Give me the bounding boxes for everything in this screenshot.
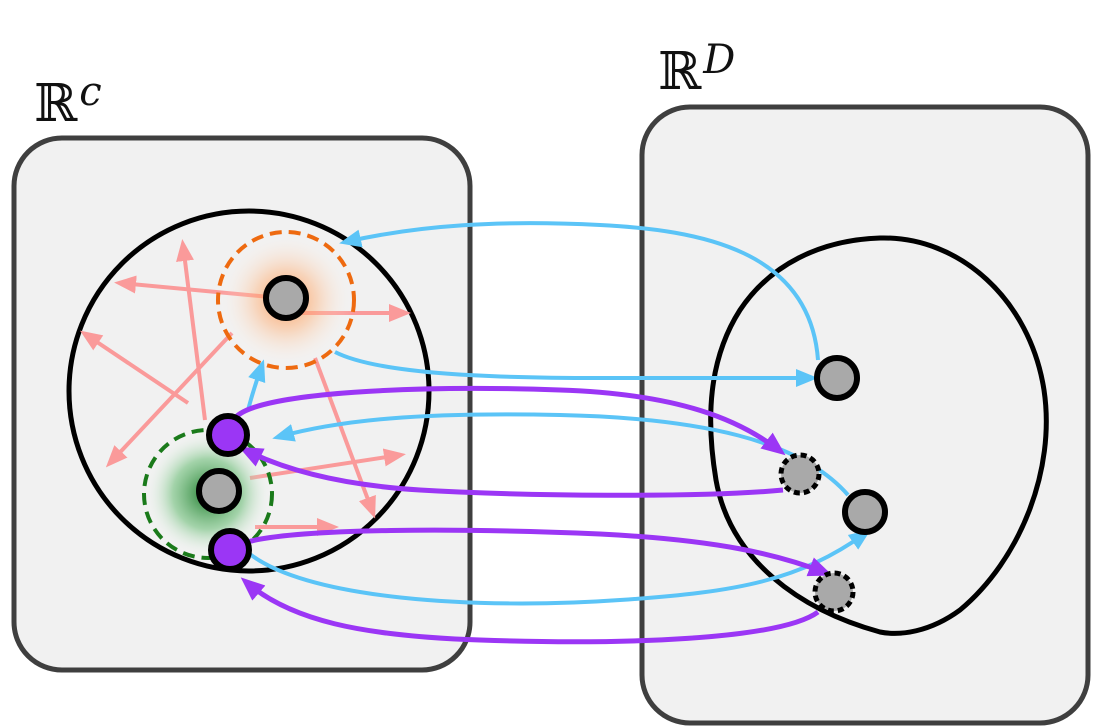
latent-point-perturbed-top: [206, 413, 250, 457]
pink-arrow: [176, 239, 207, 421]
pink-arrow: [105, 331, 234, 468]
blue-arrow-step: [246, 359, 266, 411]
latent-space-label-exponent: c: [79, 68, 102, 115]
latent-space-panel: [11, 135, 473, 673]
blue-arrow-decode-2: [272, 412, 850, 497]
latent-space-label: ℝc: [34, 72, 102, 130]
latent-point-perturbed-bottom: [208, 528, 252, 572]
purple-arrow-decode-bottom: [240, 577, 820, 645]
latent-point-anchor: [263, 275, 309, 321]
data-point-center: [842, 489, 888, 535]
purple-arrow-encode-top: [234, 385, 786, 456]
blue-arrow-encode-2: [243, 529, 871, 606]
orange-neighborhood-boundary: [216, 230, 356, 370]
data-manifold: [708, 235, 1049, 636]
blue-arrow-group: [243, 221, 871, 606]
purple-arrow-decode-top: [238, 446, 784, 498]
latent-point-center: [196, 468, 242, 514]
green-neighborhood-boundary: [142, 428, 274, 560]
pink-arrow: [80, 330, 190, 405]
data-space-panel: [639, 104, 1091, 726]
purple-arrow-group: [234, 385, 833, 645]
data-point-anchor: [814, 355, 860, 401]
data-space-label-base: ℝ: [658, 42, 702, 102]
blue-arrow-decode: [339, 221, 820, 361]
latent-space-label-base: ℝ: [34, 74, 78, 134]
blue-arrow-encode: [334, 350, 818, 387]
data-point-generated-top: [778, 452, 822, 496]
data-point-generated-bottom: [812, 570, 856, 614]
pink-arrow: [249, 448, 406, 480]
data-space-label: ℝD: [658, 40, 735, 98]
purple-arrow-encode-bottom: [246, 527, 833, 577]
pink-arrow: [313, 357, 376, 519]
data-space-label-exponent: D: [703, 36, 736, 83]
